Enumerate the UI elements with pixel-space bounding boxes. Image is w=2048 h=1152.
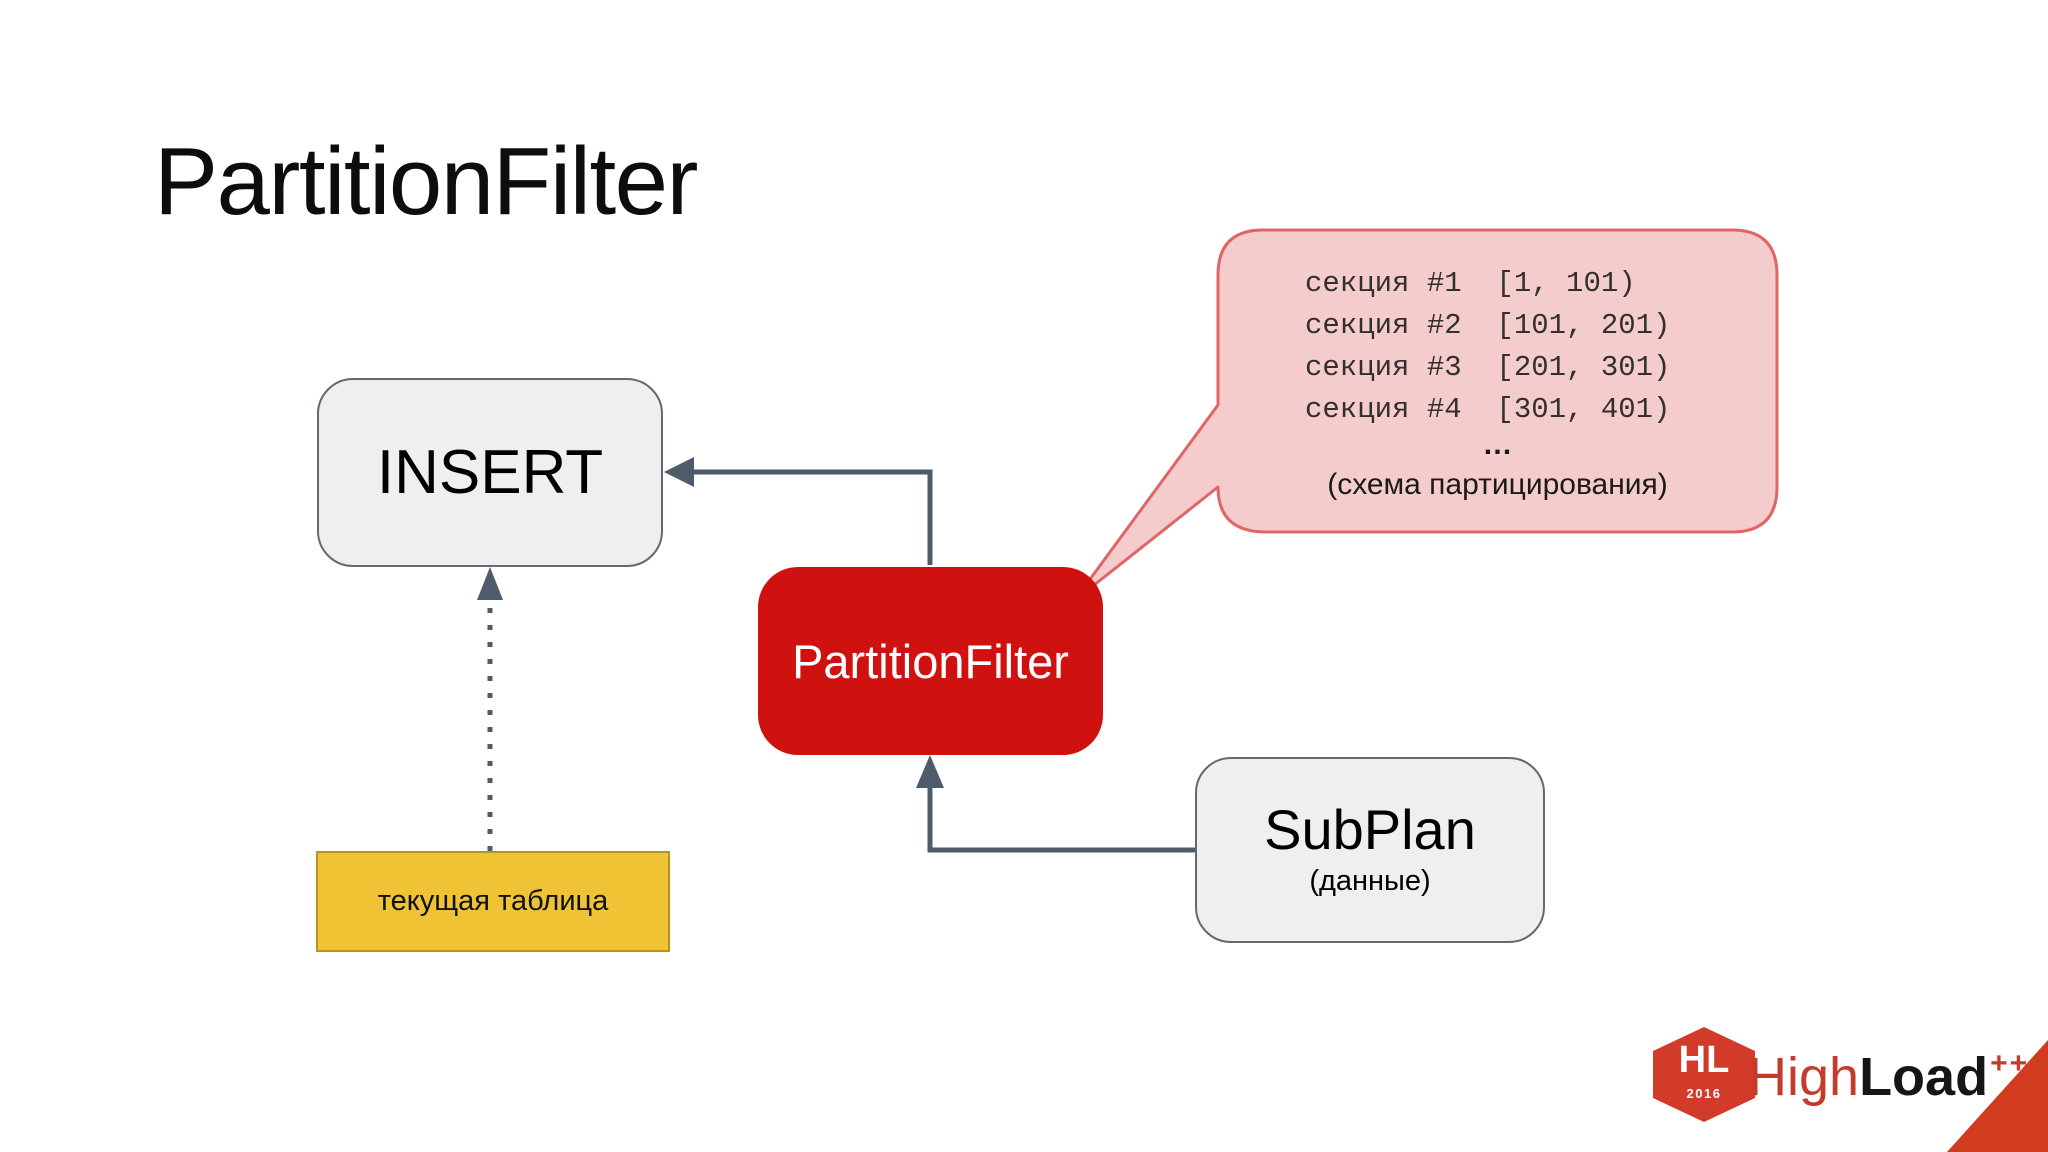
highload-hexagon-text: HL	[1678, 1039, 1730, 1081]
connector-subplan-to-partitionfilter	[927, 785, 1197, 853]
highload-brand: HighLoad++	[1748, 1047, 2030, 1107]
arrowhead-up-into-partitionfilter	[916, 755, 944, 788]
insert-node-label: INSERT	[376, 438, 604, 507]
highload-brand-load: Load	[1859, 1047, 1989, 1107]
partition-filter-node: PartitionFilter	[758, 567, 1103, 755]
callout-line-4: секция #4 [301, 401)	[1305, 393, 1671, 426]
insert-node: INSERT	[317, 378, 663, 567]
subplan-node-label: SubPlan	[1264, 798, 1476, 862]
highload-brand-plusplus: ++	[1990, 1047, 2030, 1080]
highload-hexagon-logo	[1653, 1027, 1755, 1122]
arrowhead-left-into-insert	[664, 457, 694, 487]
callout-bubble-border	[1072, 228, 1779, 603]
current-table-node: текущая таблица	[316, 851, 670, 952]
callout-line-1: секция #1 [1, 101)	[1305, 267, 1636, 300]
callout-bubble	[1074, 230, 1777, 601]
highload-hexagon-year: 2016	[1686, 1086, 1722, 1101]
subplan-node: SubPlan (данные)	[1195, 757, 1545, 943]
callout-caption: (схема партицирования)	[1327, 468, 1668, 501]
highload-brand-high: High	[1748, 1047, 1860, 1107]
corner-triangle-decoration	[1947, 1040, 2048, 1152]
subplan-node-sublabel: (данные)	[1309, 865, 1431, 897]
arrowhead-up-into-insert	[477, 567, 503, 600]
page-title: PartitionFilter	[154, 128, 699, 235]
connector-partitionfilter-to-insert	[692, 469, 933, 565]
partition-filter-node-label: PartitionFilter	[792, 634, 1069, 688]
callout-line-3: секция #3 [201, 301)	[1305, 351, 1671, 384]
callout-ellipsis: …	[1482, 428, 1513, 461]
callout-line-2: секция #2 [101, 201)	[1305, 309, 1671, 342]
current-table-node-label: текущая таблица	[377, 885, 609, 917]
